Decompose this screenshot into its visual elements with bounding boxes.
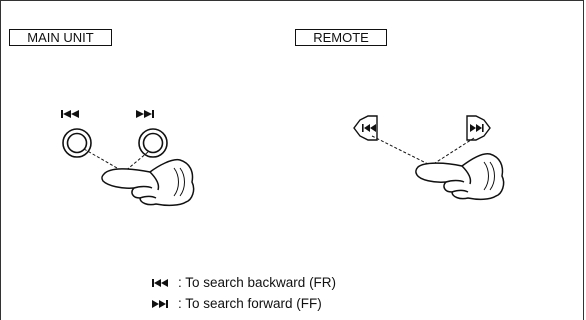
legend-text-forward: : To search forward (FF)	[178, 296, 322, 312]
main-forward-button	[139, 129, 167, 157]
legend-row-backward: : To search backward (FR)	[152, 275, 336, 291]
remote-forward-button	[467, 116, 490, 140]
remote-pointing-hand-icon	[416, 154, 504, 200]
legend-row-forward: : To search forward (FF)	[152, 296, 322, 312]
main-backward-button	[63, 129, 91, 157]
main-pointing-hand-icon	[102, 160, 194, 206]
main-skip-forward-icon	[136, 110, 154, 118]
main-skip-backward-icon	[61, 110, 79, 118]
legend-text-backward: : To search backward (FR)	[178, 275, 336, 291]
